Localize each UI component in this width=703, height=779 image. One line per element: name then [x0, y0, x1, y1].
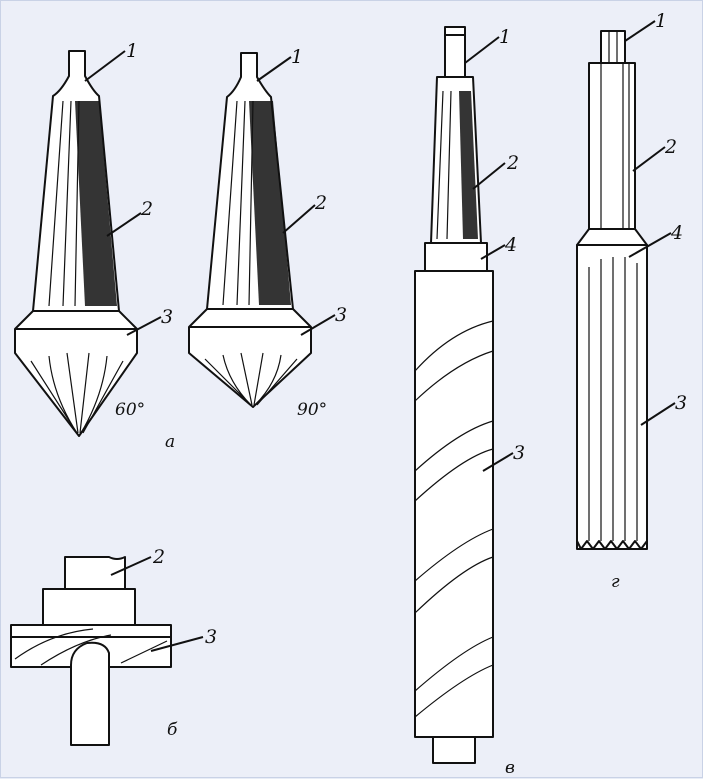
spot-facer-shank [64, 556, 126, 590]
spot-facer-pilot [70, 641, 110, 746]
reamer-shank [588, 62, 636, 230]
leader-v-1 [464, 36, 500, 64]
leader-a2-3 [300, 314, 336, 336]
leader-a2-2 [282, 204, 316, 234]
spot-facer-teeth [14, 628, 168, 666]
angle-a2: 90° [297, 400, 327, 420]
caption-a: а [165, 432, 175, 452]
label-g-2: 2 [664, 136, 677, 158]
reamer: 1 2 4 3 г [576, 10, 687, 592]
angle-a1: 60° [115, 400, 145, 420]
leader-g-1 [624, 20, 656, 42]
countersink-90-head [188, 308, 312, 408]
leader-v-3 [482, 452, 514, 472]
leader-a1-3 [126, 316, 162, 336]
core-drill: 1 2 4 3 в [414, 26, 525, 778]
countersink-60-teeth [30, 352, 124, 434]
leader-a1-1 [84, 50, 126, 82]
leader-g-2 [632, 146, 666, 172]
leader-a2-1 [256, 56, 292, 82]
countersink-60: 1 2 3 60° [14, 40, 173, 437]
label-b-2: 2 [152, 546, 165, 568]
label-v-1: 1 [499, 26, 511, 48]
label-a1-2: 2 [140, 198, 153, 220]
core-drill-neck [424, 242, 488, 272]
label-g-1: 1 [655, 10, 667, 32]
label-a2-2: 2 [314, 192, 327, 214]
caption-b: б [167, 720, 178, 740]
caption-v: в [505, 758, 515, 778]
label-a1-1: 1 [126, 40, 138, 62]
countersink-60-flute-shading [75, 101, 117, 306]
leader-b-2 [110, 556, 152, 576]
reamer-teeth [576, 540, 648, 550]
core-drill-shank-shading [459, 91, 478, 239]
reamer-tang-lines [608, 31, 618, 63]
countersink-60-flute-lines [48, 100, 80, 307]
core-drill-flutes [414, 320, 494, 718]
label-a1-3: 3 [161, 306, 173, 328]
label-v-3: 3 [513, 442, 525, 464]
leader-g-3 [640, 402, 676, 426]
label-g-4: 4 [670, 222, 683, 244]
caption-g: г [611, 572, 620, 592]
countersink-90-flute-lines [222, 100, 254, 306]
leader-g-4 [628, 232, 672, 258]
reamer-collar [576, 228, 648, 246]
reamer-flutes [588, 257, 638, 541]
label-b-3: 3 [205, 626, 217, 648]
label-v-2: 2 [506, 152, 519, 174]
label-v-4: 4 [504, 234, 517, 256]
leader-v-2 [472, 162, 506, 190]
label-g-3: 3 [675, 392, 687, 414]
leader-b-3 [150, 636, 204, 652]
leader-a1-2 [106, 212, 142, 237]
countersink-60-head [14, 310, 138, 437]
spot-facer-holder [42, 588, 136, 626]
countersink-90-teeth [204, 352, 298, 406]
leader-v-4 [480, 244, 506, 260]
core-drill-pilot [432, 736, 476, 764]
label-a2-3: 3 [335, 304, 347, 326]
core-drill-body [414, 270, 494, 738]
core-drill-shank-lines [436, 90, 452, 240]
label-a2-1: 1 [291, 46, 303, 68]
reamer-tang [600, 30, 626, 64]
spot-facer: 2 3 б [10, 546, 217, 746]
countersink-90-flute-shading [249, 101, 291, 305]
countersink-90: 1 2 3 90° а [165, 46, 347, 452]
reamer-shank-lines [600, 63, 630, 229]
